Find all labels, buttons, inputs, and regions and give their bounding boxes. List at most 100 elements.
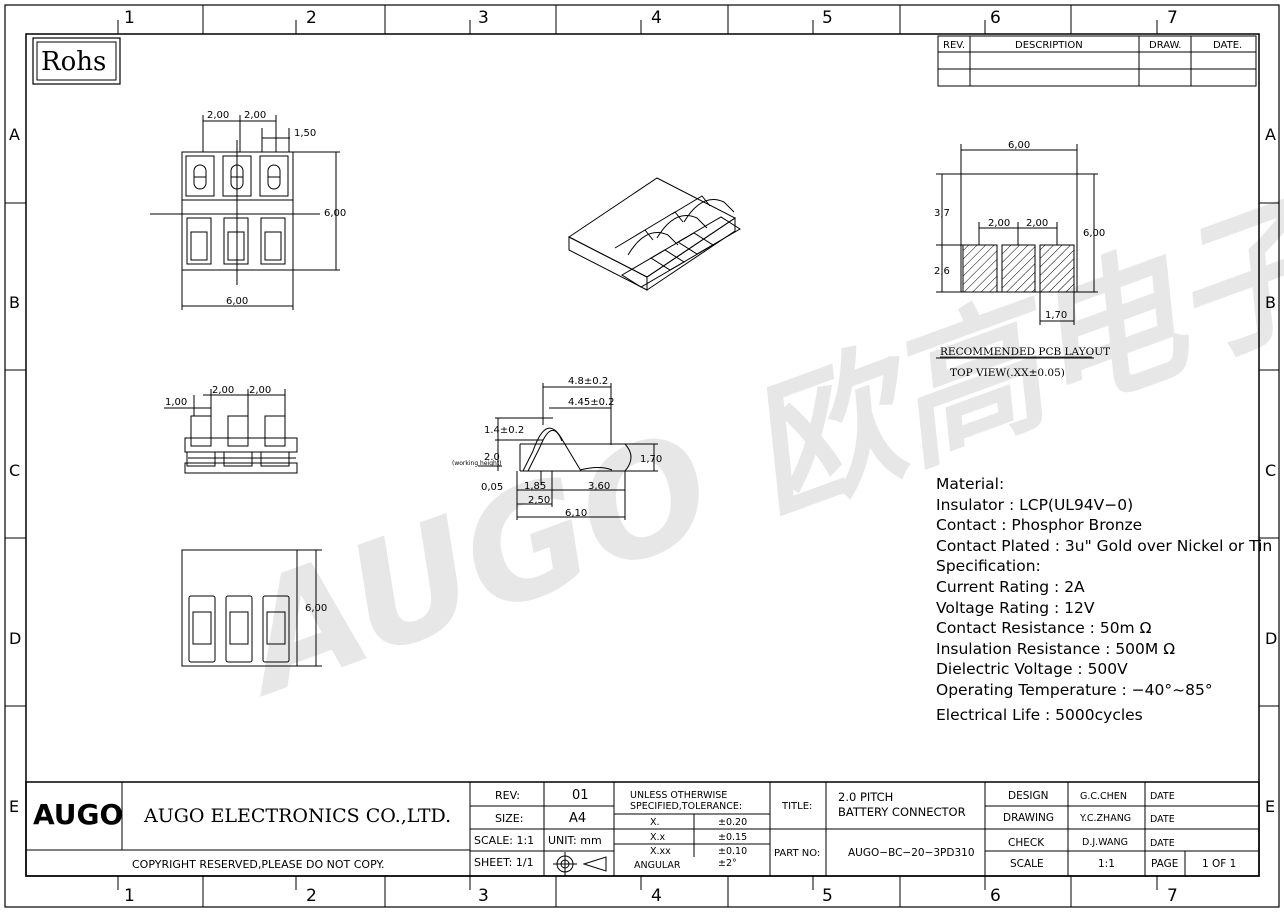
row-letter-left: C <box>9 461 20 480</box>
draw-col-header: DRAW. <box>1149 40 1181 51</box>
row-letter-left: E <box>9 797 19 816</box>
revision-table <box>937 35 1257 87</box>
tolerance-header-2: SPECIFIED,TOLERANCE: <box>630 801 742 812</box>
pcb-dim-bottom: 2,6 <box>934 266 950 277</box>
tolerance-row-label: ANGULAR <box>634 860 681 871</box>
front-dim-pitch-2: 2,00 <box>249 385 271 396</box>
page-value: 1 OF 1 <box>1202 858 1236 870</box>
spec-line: Dielectric Voltage : 500V <box>936 660 1128 679</box>
row-letter-right: B <box>1265 293 1276 312</box>
spec-line: Current Rating : 2A <box>936 577 1085 596</box>
spec-line: Operating Temperature : −40°~85° <box>936 680 1213 699</box>
contact-dim-e: 1,70 <box>640 454 662 465</box>
bottom-view <box>181 549 322 667</box>
top-view <box>150 115 340 310</box>
title-block <box>25 781 1260 877</box>
contact-dim-f: 0,05 <box>481 482 503 493</box>
zone-ticks <box>5 5 1279 907</box>
spec-line: Specification: <box>936 557 1041 576</box>
drawing-title-2: BATTERY CONNECTOR <box>838 805 966 819</box>
row-letter-left: D <box>9 629 21 648</box>
col-number-bottom: 6 <box>990 886 1001 906</box>
page-label: PAGE <box>1151 858 1178 870</box>
spec-line: Voltage Rating : 12V <box>936 598 1095 617</box>
front-view <box>164 389 298 474</box>
tolerance-row-value: ±0.15 <box>718 832 747 843</box>
contact-dim-c: 1.4±0.2 <box>484 425 524 436</box>
contact-detail <box>478 383 658 520</box>
spec-line: Contact Plated : 3u" Gold over Nickel or… <box>936 536 1273 555</box>
tolerance-row-value: ±0.10 <box>718 846 747 857</box>
front-dim-edge: 1,00 <box>165 397 187 408</box>
col-number-top: 7 <box>1167 8 1178 28</box>
top-dim-slot: 1,50 <box>294 128 316 139</box>
spec-line: Material: <box>936 475 1005 493</box>
rev-value: 01 <box>572 788 589 803</box>
top-dim-pitch-1: 2,00 <box>207 110 229 121</box>
specifications: Material: Insulator : LCP(UL94V−0) Conta… <box>936 474 1272 725</box>
rohs-box <box>32 37 121 85</box>
outer-frame <box>4 4 1280 908</box>
sheet-label: SHEET: 1/1 <box>474 856 534 869</box>
contact-dim-b: 4.45±0.2 <box>568 397 615 408</box>
tolerance-row-label: X. <box>650 817 660 828</box>
contact-dim-j: 6,10 <box>565 508 587 519</box>
pcb-dim-top: 3,7 <box>934 208 950 219</box>
bottom-dim-height: 6,00 <box>305 603 327 614</box>
copyright-notice: COPYRIGHT RESERVED,PLEASE DO NOT COPY. <box>132 858 384 871</box>
drawing-title-1: 2.0 PITCH <box>838 790 893 804</box>
design-name: G.C.CHEN <box>1080 791 1127 802</box>
contact-dim-h: 2,50 <box>528 495 550 506</box>
spec-line: Contact : Phosphor Bronze <box>936 516 1143 535</box>
rev-col-header: REV. <box>943 40 965 51</box>
rohs-label: Rohs <box>41 47 106 77</box>
col-number-top: 1 <box>124 8 135 28</box>
row-letter-right: D <box>1265 629 1277 648</box>
tolerance-row-value: ±0.20 <box>718 817 747 828</box>
scale-label-2: SCALE <box>1010 858 1044 870</box>
check-name: D.J.WANG <box>1082 837 1128 848</box>
size-value: A4 <box>569 811 586 826</box>
tolerance-row-value: ±2° <box>718 858 737 869</box>
size-label: SIZE: <box>495 812 523 825</box>
col-number-bottom: 4 <box>651 886 662 906</box>
date-label: DATE <box>1150 791 1175 802</box>
part-number: AUGO−BC−20−3PD310 <box>848 847 975 859</box>
col-number-top: 2 <box>306 8 317 28</box>
pcb-dim-pitch-1: 2,00 <box>988 218 1010 229</box>
contact-dim-a: 4.8±0.2 <box>568 376 608 387</box>
row-letter-right: E <box>1265 797 1275 816</box>
title-label: TITLE: <box>781 801 812 812</box>
spec-line: Insulation Resistance : 500M Ω <box>936 639 1176 658</box>
company-name: AUGO ELECTRONICS CO.,LTD. <box>143 805 451 827</box>
pcb-dim-height: 6,00 <box>1083 228 1105 239</box>
spec-line: Electrical Life : 5000cycles <box>936 705 1143 724</box>
top-dim-pitch-2: 2,00 <box>244 110 266 121</box>
date-label: DATE <box>1150 838 1175 849</box>
col-number-top: 5 <box>822 8 833 28</box>
col-number-bottom: 7 <box>1167 886 1178 906</box>
top-dim-width: 6,00 <box>226 296 248 307</box>
row-letter-right: C <box>1265 461 1276 480</box>
scale-label: SCALE: 1:1 <box>474 834 534 847</box>
projection-symbol-icon <box>553 852 607 876</box>
isometric-view <box>568 177 741 291</box>
tolerance-row-label: X.xx <box>650 846 671 857</box>
date-col-header: DATE. <box>1213 40 1242 51</box>
tolerance-row-label: X.x <box>650 832 666 843</box>
contact-working-height: (working height) <box>452 460 502 467</box>
col-number-bottom: 1 <box>124 886 135 906</box>
rev-label: REV: <box>495 789 520 802</box>
pcb-layout <box>936 144 1098 359</box>
tolerance-header-1: UNLESS OTHERWISE <box>630 790 727 801</box>
col-number-top: 3 <box>478 8 489 28</box>
design-label: DESIGN <box>1008 790 1048 802</box>
pcb-dim-pad: 1,70 <box>1045 310 1067 321</box>
part-no-label: PART NO: <box>774 848 820 859</box>
pcb-dim-pitch-2: 2,00 <box>1026 218 1048 229</box>
spec-line: Insulator : LCP(UL94V−0) <box>936 495 1134 514</box>
col-number-top: 6 <box>990 8 1001 28</box>
drawing-name: Y.C.ZHANG <box>1079 813 1131 824</box>
check-label: CHECK <box>1008 837 1045 849</box>
